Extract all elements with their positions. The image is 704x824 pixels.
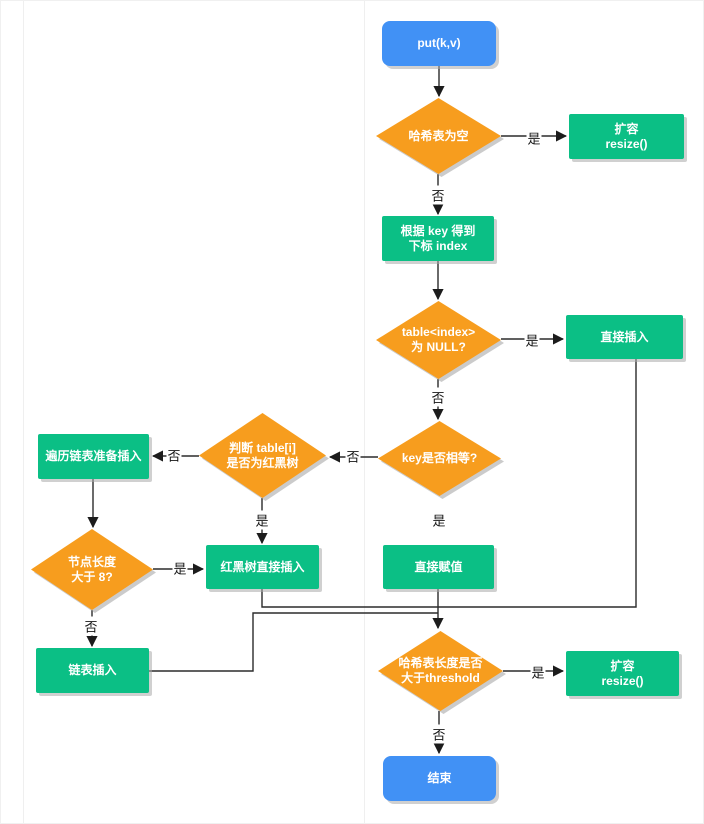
edge-label-no: 否 <box>166 445 182 465</box>
node-direct-assign: 直接赋值 <box>383 545 494 589</box>
node-red-black-decision: 判断 table[i] 是否为红黑树 <box>199 413 326 498</box>
node-start-label: put(k,v) <box>417 36 461 50</box>
connector-list-insert-to-over-threshold <box>149 612 438 672</box>
decision-shape: key是否相等? <box>378 421 501 496</box>
node-traverse-list-label: 遍历链表准备插入 <box>45 449 142 463</box>
decision-shape: 哈希表长度是否 大于threshold <box>378 631 503 711</box>
node-length-gt-8-label-line2: 大于 8? <box>71 569 113 584</box>
node-get-index-label-line2: 下标 index <box>408 238 468 253</box>
node-list-insert-label: 链表插入 <box>68 663 117 677</box>
node-resize-2-label-line2: resize() <box>601 673 644 688</box>
node-rbtree-insert: 红黑树直接插入 <box>206 545 319 589</box>
node-rbtree-insert-label: 红黑树直接插入 <box>220 559 305 574</box>
node-resize-1-label-line1: 扩容 <box>614 121 639 136</box>
node-end-label: 结束 <box>427 771 452 785</box>
node-hash-empty-decision: 哈希表为空 <box>376 98 501 174</box>
node-over-threshold-decision: 哈希表长度是否 大于threshold <box>378 631 503 711</box>
node-key-equal-decision: key是否相等? <box>378 421 501 496</box>
node-slot-null-label-line2: 为 NULL? <box>411 340 466 354</box>
decision-shape: 哈希表为空 <box>376 98 501 174</box>
node-end: 结束 <box>383 756 496 801</box>
edge-label-no: 否 <box>431 724 447 744</box>
connector-direct-insert-to-over-threshold <box>438 359 637 608</box>
node-get-index: 根据 key 得到 下标 index <box>382 216 494 261</box>
node-direct-insert: 直接插入 <box>566 315 683 359</box>
node-resize-1-label-line2: resize() <box>605 136 648 151</box>
node-hash-empty-label: 哈希表为空 <box>408 128 469 143</box>
edge-label-yes: 是 <box>431 510 447 530</box>
edge-label-no: 否 <box>83 616 99 636</box>
decision-shape: 判断 table[i] 是否为红黑树 <box>199 413 326 498</box>
node-start: put(k,v) <box>382 21 496 66</box>
node-direct-assign-label: 直接赋值 <box>414 559 463 574</box>
edge-label-yes: 是 <box>172 558 188 578</box>
edge-label-yes: 是 <box>526 128 542 148</box>
node-over-threshold-label-line2: 大于threshold <box>401 671 480 685</box>
node-length-gt-8-label-line1: 节点长度 <box>67 554 116 569</box>
edge-label-yes: 是 <box>524 330 540 350</box>
edge-label-no: 否 <box>345 446 361 466</box>
page-guide-line <box>364 1 365 823</box>
node-over-threshold-label-line1: 哈希表长度是否 <box>398 656 483 670</box>
node-resize-2: 扩容 resize() <box>566 651 679 696</box>
node-list-insert: 链表插入 <box>36 648 149 693</box>
connector-rbtree-insert-to-over-threshold <box>261 589 438 608</box>
page-guide-line <box>23 1 24 823</box>
node-direct-insert-label: 直接插入 <box>600 329 649 344</box>
node-key-equal-label: key是否相等? <box>401 451 478 465</box>
node-red-black-label-line1: 判断 table[i] <box>229 440 296 455</box>
node-get-index-label-line1: 根据 key 得到 <box>400 223 476 238</box>
decision-shape: table<index> 为 NULL? <box>376 301 501 379</box>
node-resize-2-label-line1: 扩容 <box>610 658 635 673</box>
decision-shape: 节点长度 大于 8? <box>31 529 153 610</box>
edge-label-yes: 是 <box>254 510 270 530</box>
edge-label-no: 否 <box>430 387 446 407</box>
node-slot-null-label-line1: table<index> <box>401 325 476 339</box>
node-length-gt-8-decision: 节点长度 大于 8? <box>31 529 153 610</box>
node-resize-1: 扩容 resize() <box>569 114 684 159</box>
edge-label-no: 否 <box>430 185 446 205</box>
node-slot-null-decision: table<index> 为 NULL? <box>376 301 501 379</box>
node-traverse-list: 遍历链表准备插入 <box>38 434 149 479</box>
node-red-black-label-line2: 是否为红黑树 <box>226 455 299 470</box>
edge-label-yes: 是 <box>530 662 546 682</box>
